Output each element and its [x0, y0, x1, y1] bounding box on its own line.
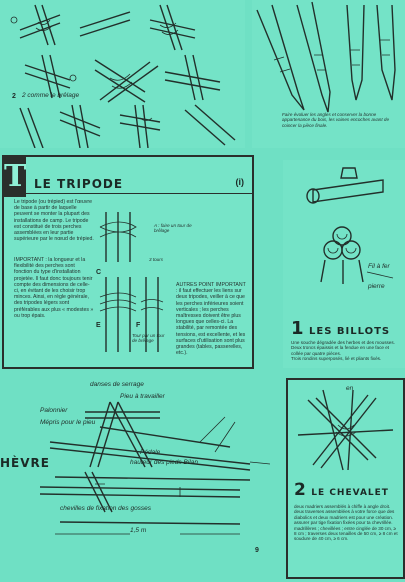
- tripode-section-number: (i): [235, 177, 245, 187]
- knots-diagram: 2 2 comme le brêlage: [10, 4, 236, 149]
- chevalet-label: en: [346, 385, 354, 392]
- label-faire: A : faire un tour de brêlage: [154, 223, 192, 234]
- chevre-label-chevilles: chevilles de fixation des gosses: [60, 505, 152, 512]
- svg-text:E: E: [96, 322, 101, 329]
- billots-item: Une souche dégradée des herbes et des mo…: [291, 340, 395, 345]
- billots-number: 1: [291, 318, 305, 339]
- chevalet-item: deux madriers assemblés à chiffe à angle…: [294, 504, 391, 509]
- billots-title: LES BILLOTS: [308, 326, 391, 337]
- chevre-diagram: danses de serrage Pieu à travailler Palo…: [39, 381, 271, 554]
- chevalet-section: en 2 LE CHEVALET deux madriers assemblés…: [286, 378, 405, 579]
- chevalet-title: LE CHEVALET: [311, 488, 389, 498]
- tripode-letter-box: T: [4, 157, 26, 197]
- chevalet-diagram: en: [297, 385, 394, 471]
- chevre-label-mepris: Mépris pour le pieu: [40, 419, 96, 426]
- billots-item: Deux troncs épaissis et la fendue en une…: [291, 345, 390, 356]
- chevre-title: HÈVRE: [0, 456, 50, 470]
- chevre-label-palonnier: Palonnier: [40, 407, 68, 414]
- label-3tours: 3 tours: [149, 257, 164, 262]
- svg-text:2: 2: [12, 93, 16, 100]
- tripode-autres: AUTRES POINT IMPORTANT : il faut effectu…: [176, 282, 246, 357]
- billots-section: Fil à fer pierre 1 LES BILLOTS Une souch…: [283, 160, 405, 368]
- stakes-panel: Faire évoluer les angles et conserver la…: [252, 0, 405, 148]
- chevalet-heading: 2 LE CHEVALET: [294, 480, 389, 500]
- label-tour-perches: Tour par un tour de brêlage: [132, 333, 165, 344]
- page-number: 9: [255, 547, 259, 554]
- chevalet-item: madrillères ; chevillées ; entre cinglée…: [294, 525, 398, 542]
- chevre-label-pieu: Pieu à travailler: [120, 393, 166, 400]
- knots-diagram-panel: 2 2 comme le brêlage: [0, 0, 245, 149]
- billots-heading: 1 LES BILLOTS: [291, 318, 390, 339]
- chevre-label-pedale: Pédale: [140, 449, 161, 456]
- chevre-label-danses: danses de serrage: [90, 381, 144, 388]
- tripode-intro: Le tripode (ou trépied) est l'œuvre de b…: [14, 199, 94, 243]
- label-fil: Fil à fer: [368, 263, 391, 270]
- chevalet-item: deux traverses assemblées à votre force …: [294, 509, 395, 520]
- svg-text:C: C: [96, 269, 101, 276]
- tripode-important: IMPORTANT : la longueur et la flexibilit…: [14, 257, 94, 319]
- chevre-section: danses de serrage Pieu à travailler Palo…: [0, 372, 282, 577]
- tripode-letter: T: [4, 159, 27, 194]
- chevre-label-hauteur: hauteur des pieds Bilan: [130, 459, 198, 466]
- tripode-title: LE TRIPODE: [34, 177, 124, 191]
- chevalet-item: assurer par tige fixation fixées pour ta…: [294, 520, 393, 526]
- tripode-section: T LE TRIPODE (i) Le tripode (ou trépied)…: [2, 155, 254, 369]
- chevalet-number: 2: [294, 480, 307, 500]
- chevre-dim: 1,5 m: [130, 527, 147, 534]
- billots-diagram: Fil à fer pierre: [306, 167, 394, 290]
- tripode-knot-diagram: C E F: [96, 212, 164, 352]
- billots-item: Trois rondins superposés, lié et pliants…: [291, 356, 382, 362]
- label-pierre: pierre: [367, 283, 385, 290]
- stakes-diagram: [256, 1, 396, 113]
- stakes-caption: Faire évoluer les angles et conserver la…: [282, 112, 390, 128]
- label-comme: 2 comme le brêlage: [21, 92, 79, 99]
- svg-text:F: F: [136, 322, 141, 329]
